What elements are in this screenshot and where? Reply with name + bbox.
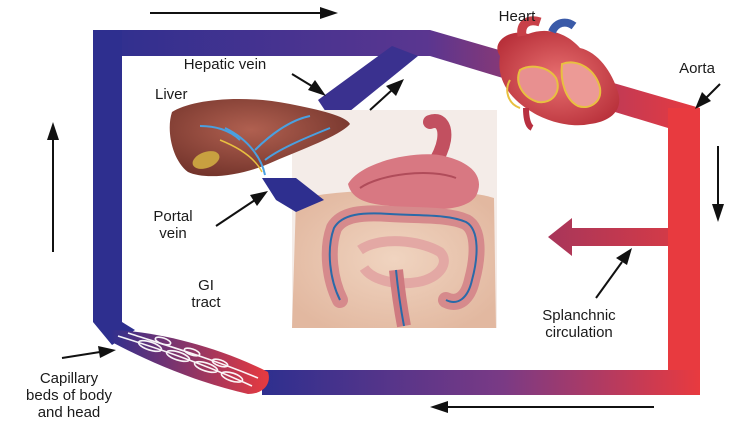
- gi-tract-label-line2: tract: [176, 294, 236, 311]
- portal-vein-label: Portal vein: [138, 208, 208, 242]
- liver-label: Liver: [155, 86, 235, 103]
- splanchnic-label-line1: Splanchnic: [515, 307, 643, 324]
- pointer-portal-vein: [216, 191, 268, 226]
- right-arterial-vessel: [668, 108, 700, 395]
- portal-vein-label-line2: vein: [138, 225, 208, 242]
- hepatic-vein-label: Hepatic vein: [150, 56, 300, 73]
- capillary-beds-label: Capillary beds of body and head: [0, 370, 138, 421]
- pointer-aorta: [695, 84, 720, 109]
- aorta-label: Aorta: [664, 60, 730, 77]
- splanchnic-branch-arrow: [548, 218, 668, 256]
- splanchnic-label-line2: circulation: [515, 324, 643, 341]
- heart-label: Heart: [482, 8, 552, 25]
- flow-arrow-right: [712, 146, 724, 222]
- capillary-label-line2: beds of body: [0, 387, 138, 404]
- pointer-splanchnic: [596, 248, 632, 298]
- pointer-capillary: [62, 346, 116, 358]
- capillary-label-line1: Capillary: [0, 370, 138, 387]
- left-venous-vessel: [93, 30, 122, 322]
- flow-arrow-top: [150, 7, 338, 19]
- bottom-vessel: [262, 370, 700, 395]
- heart-illustration: [497, 21, 619, 128]
- gi-tract-label: GI tract: [176, 277, 236, 311]
- flow-arrow-bottom: [430, 401, 654, 413]
- pointer-hepatic-vein: [292, 74, 326, 96]
- portal-vein-label-line1: Portal: [138, 208, 208, 225]
- gi-tract-label-line1: GI: [176, 277, 236, 294]
- capillary-label-line3: and head: [0, 404, 138, 421]
- splanchnic-circulation-label: Splanchnic circulation: [515, 307, 643, 341]
- gi-tract-illustration: [292, 110, 497, 328]
- flow-arrow-left: [47, 122, 59, 252]
